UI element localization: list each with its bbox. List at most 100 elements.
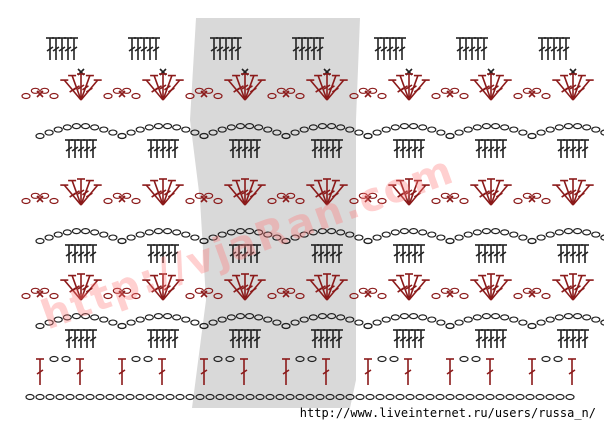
chain-stitch <box>536 319 546 326</box>
double-crochet-stitch <box>481 336 489 342</box>
chain-stitch <box>290 319 300 326</box>
chain-stitch <box>61 355 71 363</box>
chain-stitch <box>591 231 601 238</box>
chain-stitch <box>445 393 455 401</box>
chain-stitch <box>471 355 481 363</box>
chain-stitch <box>99 316 109 323</box>
chain-stitch <box>135 126 145 133</box>
chain-stitch <box>162 228 173 235</box>
chain-stitch <box>563 123 574 130</box>
chain-stitch <box>144 124 154 131</box>
chain-stitch <box>153 228 164 235</box>
double-crochet-stitch <box>386 46 394 52</box>
chain-stitch <box>326 123 337 130</box>
double-crochet-stitch <box>483 85 490 91</box>
chain-stitch <box>112 287 122 294</box>
double-crochet-stitch <box>335 146 343 152</box>
double-crochet-stitch <box>171 251 179 257</box>
double-crochet-stitch <box>550 46 558 52</box>
single-crochet-stitch <box>528 290 536 298</box>
single-crochet-stitch <box>364 290 372 298</box>
chain-stitch <box>481 123 492 130</box>
double-crochet-stitch <box>335 336 343 342</box>
chain-stitch <box>541 92 551 100</box>
chain-stitch <box>336 229 346 236</box>
double-crochet-stitch <box>118 369 126 375</box>
double-crochet-stitch <box>495 87 503 93</box>
chain-stitch <box>345 316 355 323</box>
double-crochet-stitch <box>153 146 161 152</box>
double-crochet-stitch <box>317 336 325 342</box>
double-crochet-stitch <box>574 190 581 196</box>
double-crochet-stitch <box>200 369 208 375</box>
chain-stitch <box>415 393 425 401</box>
chain-stitch <box>355 393 365 401</box>
double-crochet-stitch <box>164 85 171 91</box>
chain-stitch <box>215 393 225 401</box>
double-crochet-stitch <box>569 284 577 290</box>
chain-stitch <box>381 316 391 323</box>
chain-stitch <box>275 393 285 401</box>
chain-stitch <box>299 231 309 238</box>
chain-stitch <box>108 234 118 241</box>
double-crochet-stitch <box>493 336 501 342</box>
double-crochet-stitch <box>128 46 136 52</box>
chain-stitch <box>80 123 91 130</box>
chain-stitch <box>254 314 264 321</box>
chain-stitch <box>299 126 309 133</box>
chain-stitch <box>436 234 446 241</box>
chain-stitch <box>399 228 410 235</box>
double-crochet-stitch <box>331 192 339 198</box>
double-crochet-stitch <box>499 336 507 342</box>
double-crochet-stitch <box>77 336 85 342</box>
chain-stitch <box>527 237 537 245</box>
double-crochet-stitch <box>241 336 249 342</box>
double-crochet-stitch <box>310 46 318 52</box>
double-crochet-stitch <box>456 46 464 52</box>
chain-stitch <box>545 393 555 401</box>
chain-stitch <box>363 322 373 330</box>
chain-stitch <box>44 234 54 241</box>
double-crochet-stitch <box>241 284 249 290</box>
double-crochet-stitch <box>311 251 319 257</box>
double-crochet-stitch <box>329 146 337 152</box>
double-crochet-stitch <box>392 46 400 52</box>
chain-stitch <box>385 393 395 401</box>
double-crochet-stitch <box>577 287 585 293</box>
chain-stitch <box>194 192 204 199</box>
double-crochet-stitch <box>241 84 249 90</box>
double-crochet-stitch <box>398 46 406 52</box>
chain-stitch <box>90 314 100 321</box>
double-crochet-stitch <box>311 336 319 342</box>
chain-stitch <box>317 123 328 130</box>
double-crochet-stitch <box>317 251 325 257</box>
double-crochet-stitch <box>71 251 79 257</box>
chain-stitch <box>62 124 72 131</box>
double-crochet-stitch <box>319 85 326 91</box>
chain-stitch <box>377 92 387 100</box>
double-crochet-stitch <box>235 251 243 257</box>
chain-stitch <box>481 313 492 320</box>
chain-stitch <box>317 313 328 320</box>
chain-stitch <box>254 124 264 131</box>
double-crochet-stitch <box>253 146 261 152</box>
double-crochet-stitch <box>487 189 495 195</box>
chain-stitch <box>450 192 460 199</box>
chain-stitch <box>349 292 359 300</box>
double-crochet-stitch <box>234 46 242 52</box>
double-crochet-stitch <box>563 146 571 152</box>
chain-stitch <box>358 192 368 199</box>
chain-stitch <box>472 124 482 131</box>
chain-stitch <box>225 355 235 363</box>
chain-stitch <box>532 287 542 294</box>
chain-stitch <box>518 234 528 241</box>
chain-stitch <box>308 124 318 131</box>
double-crochet-stitch <box>89 336 97 342</box>
chain-stitch <box>554 229 564 236</box>
chain-stitch <box>513 197 523 205</box>
chain-stitch <box>62 229 72 236</box>
double-crochet-stitch <box>253 336 261 342</box>
chain-stitch <box>204 192 214 199</box>
chain-stitch <box>335 393 345 401</box>
chain-stitch <box>225 393 235 401</box>
